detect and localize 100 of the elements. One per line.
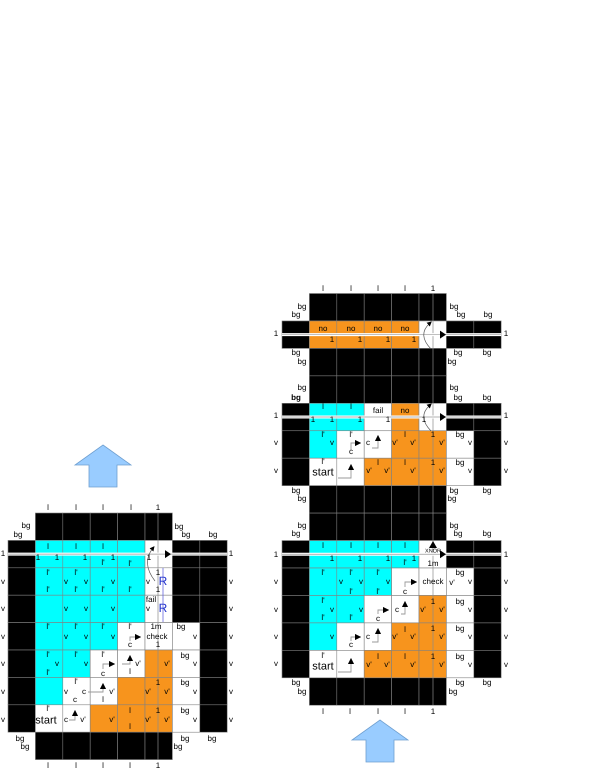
cell-label: v' — [164, 716, 170, 724]
cell-label: v — [274, 606, 278, 614]
cell-label: 1 — [156, 504, 160, 512]
cell-label: bg — [180, 679, 190, 687]
cell-label: l' — [46, 569, 50, 577]
cell-label: bg — [208, 735, 216, 743]
cell-label: bg — [180, 735, 190, 743]
cell-label: l' — [46, 669, 50, 677]
cell-label: l — [47, 762, 49, 770]
cell-label: v — [111, 605, 115, 613]
cell-label: v — [504, 467, 508, 475]
cell-label: v — [193, 716, 197, 724]
cell-label: v — [229, 578, 233, 586]
cell-label: v' — [439, 439, 445, 447]
cell-label: l — [404, 285, 406, 293]
cell-label: 1 — [504, 412, 508, 420]
cell-label: v' — [164, 688, 170, 696]
cell-label: l — [377, 542, 379, 550]
cell-label: v — [330, 633, 334, 641]
cell-label: bg — [292, 530, 300, 538]
cell-label: bg — [298, 495, 306, 503]
cell-label: l' — [128, 560, 132, 568]
cell-label: 1 — [386, 416, 390, 424]
cell-label: 1 — [156, 569, 160, 577]
cell-label: no — [400, 325, 410, 333]
cell-label: v — [1, 660, 5, 668]
cell-label: l' — [46, 586, 50, 594]
cell-label: l — [129, 723, 131, 731]
cell-label: v' — [439, 633, 445, 641]
cell-label: v' — [109, 716, 115, 724]
cell-label: bg — [456, 569, 464, 577]
cell-label: l — [377, 708, 379, 716]
cell-label: l' — [128, 586, 132, 594]
cell-label: l — [349, 708, 351, 716]
cell-label: c — [366, 633, 370, 641]
cell-label: bg — [482, 394, 492, 402]
cell-label: 1 — [274, 412, 278, 420]
cell-label: bg — [456, 459, 464, 467]
cell-label: v — [274, 467, 278, 475]
cell-label: bg — [292, 487, 300, 495]
cell-label: v — [84, 605, 88, 613]
cell-label: 1 — [386, 336, 390, 344]
cell-label: l' — [376, 588, 380, 596]
cell-label: v — [229, 688, 233, 696]
cell-label: l' — [74, 586, 78, 594]
cell-label: 1 — [330, 336, 334, 344]
cell-label: l' — [349, 614, 353, 622]
cell-label: l — [404, 708, 406, 716]
cell-label: v — [386, 578, 390, 586]
cell-label: c — [101, 670, 105, 678]
cell-label: l' — [74, 569, 78, 577]
cell-label: bg — [456, 625, 464, 633]
cell-label: v' — [366, 467, 372, 475]
cell-label: bg — [484, 311, 492, 319]
cell-label: v — [274, 578, 278, 586]
cell-label: l — [102, 543, 104, 551]
cell-label: check — [146, 633, 168, 641]
cell-label: bg — [176, 623, 186, 631]
cell-label: bg — [20, 743, 30, 751]
cell-label: v — [274, 660, 278, 668]
cell-label: c — [82, 688, 86, 696]
cell-label: c — [128, 641, 132, 649]
cell-label: v — [229, 605, 233, 613]
cell-label: c — [366, 439, 370, 447]
cell-label: l — [75, 762, 77, 770]
cell-label: 1 — [146, 554, 152, 562]
cell-label: v' — [392, 633, 398, 641]
cell-label: 1 — [54, 554, 60, 562]
cell-label: v — [504, 661, 508, 669]
cell-label: v' — [439, 467, 445, 475]
cell-label: 1 — [504, 330, 508, 338]
cell-label: bg — [454, 394, 462, 402]
cell-label: 1 — [412, 555, 416, 563]
cell-label: no — [374, 325, 382, 333]
cell-label: v — [84, 633, 88, 641]
cell-label: 1 — [82, 554, 88, 562]
cell-label: v — [64, 688, 68, 696]
cell-label: v — [468, 633, 472, 641]
cell-label: bg — [14, 531, 22, 539]
cell-label: c — [376, 615, 380, 623]
cell-label: v' — [366, 661, 372, 669]
cell-label: bg — [298, 303, 306, 311]
cell-label: l' — [349, 588, 353, 596]
cell-label: v — [274, 439, 278, 447]
cell-label: l' — [349, 569, 353, 577]
cell-label: 1 — [156, 586, 160, 594]
cell-label: v — [468, 578, 472, 586]
cell-label: l' — [101, 623, 105, 631]
cell-label: bg — [456, 311, 466, 319]
cell-label: 1m — [427, 560, 439, 568]
cell-label: v — [274, 633, 278, 641]
cell-label: l — [47, 543, 49, 551]
cell-label: v — [193, 660, 197, 668]
cell-label: l — [350, 285, 352, 293]
cell-label: bg — [454, 530, 462, 538]
cell-label: v' — [145, 716, 151, 724]
cell-label: bg — [22, 522, 30, 530]
cell-label: l' — [321, 458, 325, 466]
cell-label: v — [1, 716, 5, 724]
cell-label: v — [468, 661, 472, 669]
